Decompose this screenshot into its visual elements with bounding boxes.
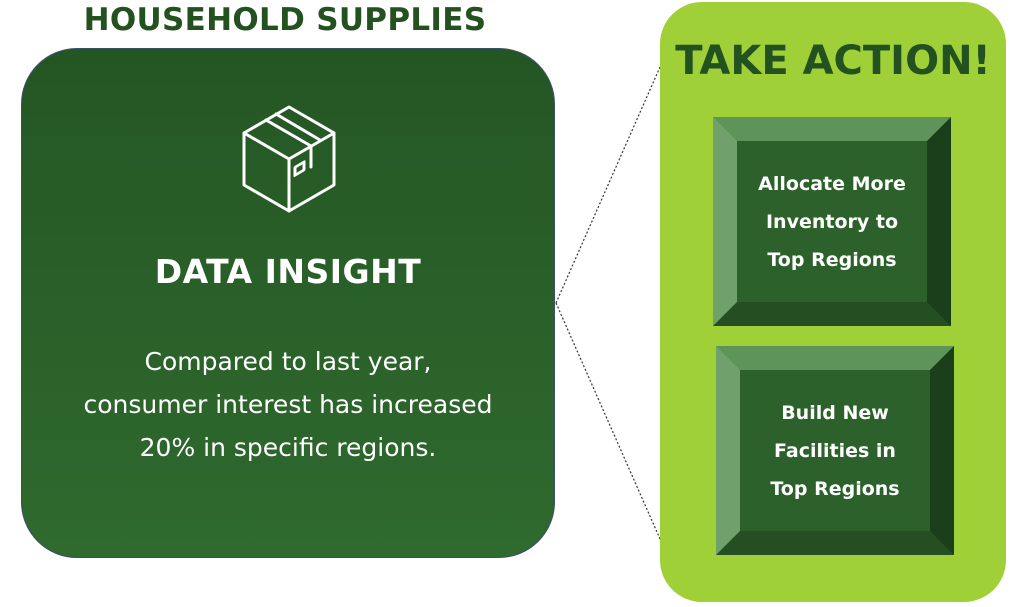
insight-line: 20% in specific regions. [139, 433, 437, 462]
button-label-line: Top Regions [770, 477, 900, 500]
allocate-inventory-button[interactable]: Allocate More Inventory to Top Regions [713, 117, 951, 326]
button-label-line: Facilities in [774, 439, 896, 462]
insight-line: Compared to last year, [144, 347, 432, 376]
button-label: Build New Facilities in Top Regions [745, 394, 925, 508]
button-label-line: Inventory to [765, 210, 899, 233]
button-label: Allocate More Inventory to Top Regions [742, 165, 922, 279]
button-label-line: Allocate More [758, 172, 906, 195]
box-icon [242, 105, 336, 213]
insight-line: consumer interest has increased [83, 390, 493, 419]
build-facilities-button[interactable]: Build New Facilities in Top Regions [716, 346, 954, 555]
button-label-line: Top Regions [767, 248, 897, 271]
page-heading: HOUSEHOLD SUPPLIES [83, 2, 487, 38]
action-heading: TAKE ACTION! [675, 38, 991, 84]
insight-description: Compared to last year, consumer interest… [21, 340, 555, 469]
card-title: DATA INSIGHT [154, 252, 422, 291]
button-label-line: Build New [781, 401, 889, 424]
